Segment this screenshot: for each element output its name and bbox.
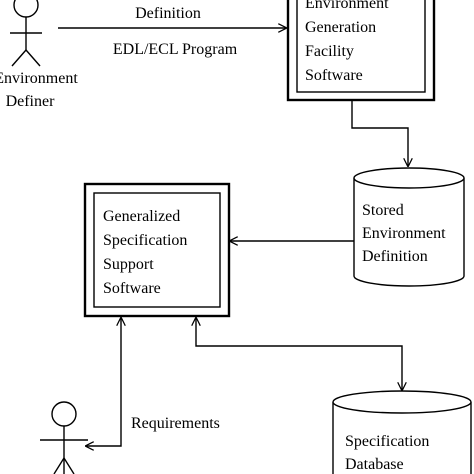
generalized-specification-line2: Specification [103,232,187,249]
specification-database-cylinder-top [332,390,472,414]
definition-label: Definition [135,5,201,22]
environment-generation-inner-frame [296,0,426,93]
environment-generation-line3: Facility [305,43,354,60]
specification-database-cylinder-body [332,402,472,474]
environment-generation-line1: Environment [305,0,389,12]
environment-generation-outer-frame [286,0,436,102]
environment-definer-name-line1: Environment [0,70,78,87]
stored-environment-line1: Stored [362,202,404,219]
generalized-specification-line3: Support [103,256,154,273]
environment-generation-facility-box: Environment Generation Facility Software [286,0,436,102]
environment-generation-line4: Software [305,67,363,84]
stored-environment-definition-store: Stored Environment Definition [353,167,465,287]
edl-ecl-program-label: EDL/ECL Program [113,41,238,58]
generation-to-store-arrow [351,100,408,166]
requirements-actor-figure-icon [40,401,88,474]
stored-environment-cylinder-top [353,167,465,189]
stored-environment-cylinder-body [353,178,465,287]
generalized-specification-box: Generalized Specification Support Softwa… [83,182,231,318]
specification-database-link-arrow [196,318,402,390]
generalized-specification-line4: Software [103,280,161,297]
specification-database-line2: Database [345,456,404,473]
requirements-label: Requirements [131,415,220,432]
generalized-specification-line1: Generalized [103,208,180,225]
generalized-specification-outer-frame [83,182,231,318]
environment-generation-line2: Generation [305,19,376,36]
environment-definer-name-line2: Definer [6,93,56,110]
specification-database-line1: Specification [345,433,429,450]
requirements-flow-arrow [86,318,121,446]
requirements-actor [40,401,88,474]
environment-definer-figure-icon [10,0,42,67]
generalized-specification-inner-frame [93,192,221,308]
specification-database-store: Specification Database [332,390,472,474]
stored-environment-line2: Environment [362,225,446,242]
stored-environment-line3: Definition [362,248,428,265]
environment-definer-actor: Environment Definer [0,0,78,110]
definition-flow: Definition EDL/ECL Program [58,5,286,58]
